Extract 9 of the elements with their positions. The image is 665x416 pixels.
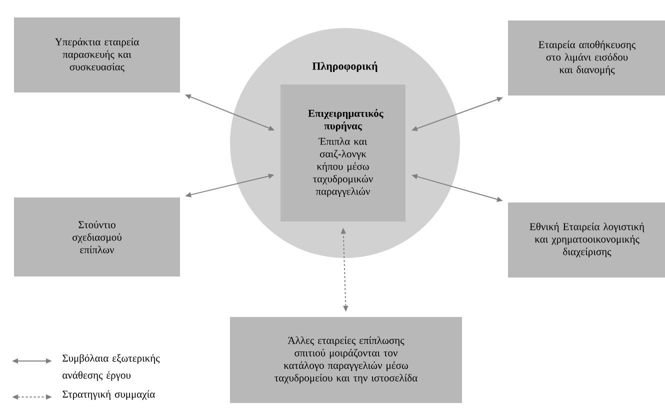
partner-box: Εταιρεία αποθήκευσης στο λιμάνι εισόδου και διανομής xyxy=(508,20,665,96)
partner-box: Εθνική Εταιρεία λογιστική και χρηματοοικονομικής διαχείρισης xyxy=(508,202,665,278)
legend-text: Στρατηγική συμμαχία xyxy=(62,390,155,400)
circle-title: Πληροφορική xyxy=(312,62,378,72)
partner-box: Υπεράκτια εταιρεία παρασκευής και συσκευασίας xyxy=(14,18,180,92)
legend-text: Συμβόλαια εξωτερικής ανάθεσης έργου xyxy=(62,354,160,381)
partner-box: Στούντιο σχεδιασμού επίπλων xyxy=(14,198,180,276)
partner-box: Άλλες εταιρείες επίπλωσης σπιτιού μοιράζονται τον κατάλογο παραγγελιών μέσω ταχυδρομείου και την ιστοσελίδα xyxy=(230,317,462,403)
core-box: Επιχειρηματικός πυρήνας Έπιπλα και σαιζ-λονγκ κήπου μέσω ταχυδρομικών παραγγελιών xyxy=(280,84,406,222)
